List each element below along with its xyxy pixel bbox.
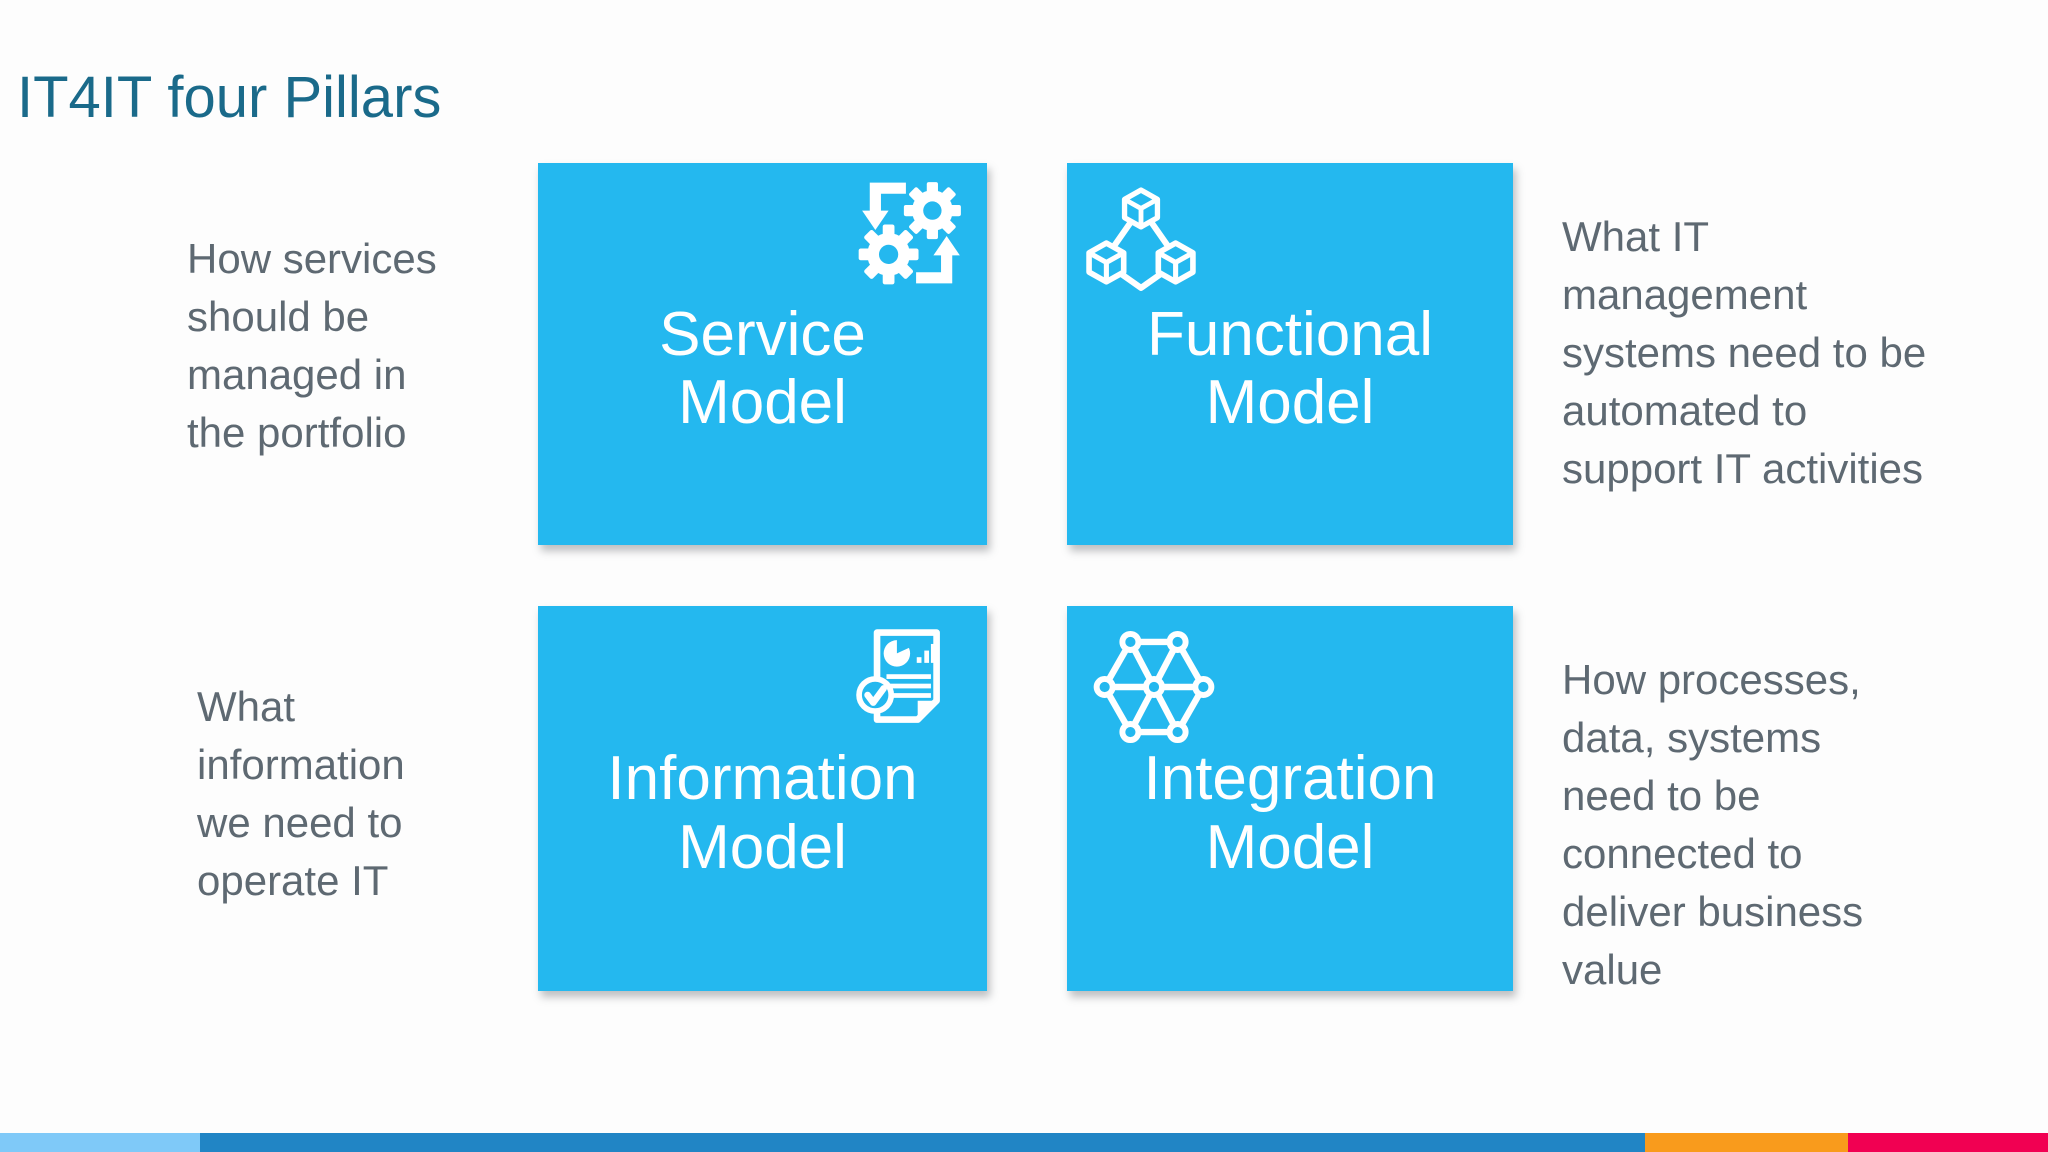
footer-accent-bar (0, 1133, 2048, 1152)
gears-sync-icon (858, 182, 961, 285)
annotation-functional: What IT management systems need to be au… (1562, 213, 1927, 492)
pillar-label-information: Information Model (607, 744, 918, 882)
annotation-integration: How processes, data, systems need to be … (1562, 656, 1864, 993)
annotation-information: What information we need to operate IT (197, 683, 405, 904)
annotation-service: How services should be managed in the po… (187, 235, 437, 456)
footer-bar-segment-blue (200, 1133, 1646, 1152)
footer-bar-segment-orange (1645, 1133, 1849, 1152)
pillar-label-functional: Functional Model (1146, 299, 1434, 437)
footer-bar-segment-pink (1848, 1133, 2048, 1152)
pillar-label-service: Service Model (659, 299, 866, 437)
pillar-information-model: Information Model (538, 606, 987, 991)
pillar-service-model: Service Model (538, 163, 987, 545)
pillar-label-integration: Integration Model (1143, 744, 1437, 882)
pillar-integration-model: Integration Model (1067, 606, 1513, 991)
linked-cubes-icon (1086, 187, 1196, 291)
document-chart-check-icon (856, 629, 940, 723)
footer-bar-segment-light-blue (0, 1133, 201, 1152)
page-title: IT4IT four Pillars (17, 64, 442, 130)
pillar-functional-model: Functional Model (1067, 163, 1513, 545)
network-nodes-icon (1093, 630, 1215, 744)
